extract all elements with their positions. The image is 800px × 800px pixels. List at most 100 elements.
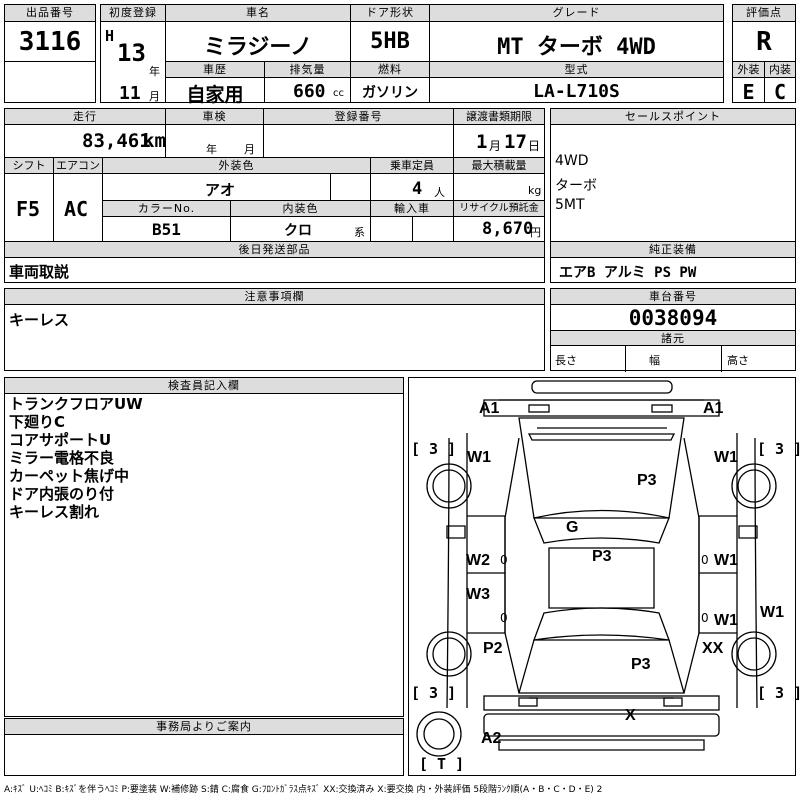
interior-color-label: 内装色 bbox=[231, 201, 370, 217]
import-label: 輸入車 bbox=[371, 201, 453, 217]
recycle-label: リサイクル預託金 bbox=[454, 201, 544, 217]
length-label: 長さ bbox=[555, 354, 577, 367]
model-label: 型式 bbox=[430, 62, 723, 78]
mark-w2-left: W2 bbox=[466, 552, 490, 569]
displacement: 660 bbox=[293, 81, 326, 102]
transfer-day-unit: 日 bbox=[528, 139, 541, 153]
history: 自家用 bbox=[186, 84, 244, 106]
tire-rear-right: [ 3 ] bbox=[757, 684, 800, 702]
interior-color-suffix: 系 bbox=[354, 226, 365, 239]
capacity: 4 bbox=[412, 179, 423, 199]
mark-w3-left: W3 bbox=[466, 586, 490, 603]
inspection-month-unit: 月 bbox=[244, 143, 255, 156]
tire-rear-left: [ 3 ] bbox=[411, 684, 457, 702]
inspector-line-7: キーレス割れ bbox=[9, 503, 100, 521]
vehicle-detail-table bbox=[4, 108, 545, 242]
transfer-deadline-label: 譲渡書類期限 bbox=[454, 109, 544, 125]
interior-grade-box: 内装 C bbox=[764, 61, 796, 104]
mark-zero-left-rear: 0 bbox=[500, 611, 508, 625]
mark-w1-front-right: W1 bbox=[714, 449, 738, 466]
cc-unit: cc bbox=[333, 88, 344, 99]
recycle-deposit: 8,670 bbox=[482, 219, 534, 239]
shift-label: シフト bbox=[5, 158, 53, 174]
shift: F5 bbox=[16, 197, 41, 221]
displacement-label: 排気量 bbox=[265, 62, 350, 78]
fuel-label: 燃料 bbox=[351, 62, 429, 78]
exterior-grade-label: 外装 bbox=[733, 62, 764, 78]
tire-front-right: [ 3 ] bbox=[757, 440, 800, 458]
transfer-month: 1 bbox=[476, 131, 488, 153]
legend: A:ｷｽﾞ U:ﾍｺﾐ B:ｷｽﾞを伴うﾍｺﾐ P:要塗装 W:補修跡 S:錆 … bbox=[4, 785, 603, 795]
mileage: 83,461 bbox=[82, 130, 151, 152]
year-unit: 年 bbox=[149, 65, 160, 78]
notes-box: 注意事項欄 キーレス bbox=[4, 288, 545, 371]
door-type-label: ドア形状 bbox=[351, 5, 429, 22]
mark-p3-trunk: P3 bbox=[631, 656, 651, 673]
later-parts-box: 後日発送部品 車両取説 bbox=[4, 241, 545, 283]
lot-number-label: 出品番号 bbox=[5, 5, 95, 22]
grade: MT ターボ 4WD bbox=[497, 35, 656, 60]
mark-w1-right-rear-door: W1 bbox=[714, 612, 738, 629]
first-registration-label: 初度登録 bbox=[101, 5, 165, 22]
mark-zero-right-rear: 0 bbox=[701, 611, 709, 625]
mark-a1-left: A1 bbox=[479, 400, 500, 417]
km-unit: km bbox=[143, 130, 166, 152]
mileage-label: 走行 bbox=[5, 109, 165, 125]
genuine-equipment-box: 純正装備 エアB アルミ PS PW bbox=[550, 241, 796, 283]
width-label: 幅 bbox=[649, 354, 660, 367]
mark-p3-hood: P3 bbox=[637, 472, 657, 489]
notes-text: キーレス bbox=[9, 311, 70, 329]
inspector-line-6: ドア内張のり付 bbox=[9, 485, 115, 503]
registration-month: 11 bbox=[119, 83, 141, 104]
mark-p2-left: P2 bbox=[483, 640, 503, 657]
inspector-line-4: ミラー電格不良 bbox=[9, 449, 115, 467]
later-parts-label: 後日発送部品 bbox=[5, 242, 544, 258]
displacement-box: 排気量 660 cc bbox=[264, 61, 351, 103]
chassis-box: 車台番号 0038094 諸元 長さ 幅 高さ bbox=[550, 288, 796, 372]
transfer-day: 17 bbox=[504, 131, 527, 153]
chassis-number: 0038094 bbox=[628, 306, 718, 330]
interior-color: クロ bbox=[284, 223, 312, 239]
capacity-label: 乗車定員 bbox=[371, 158, 453, 174]
inspection-year-unit: 年 bbox=[206, 143, 217, 156]
mark-xx-right: XX bbox=[702, 640, 724, 657]
sales-point-3: 5MT bbox=[555, 197, 585, 213]
car-name-box: 車名 ミラジーノ bbox=[165, 4, 351, 62]
height-label: 高さ bbox=[727, 354, 749, 367]
max-load-label: 最大積載量 bbox=[454, 158, 544, 174]
mark-a1-right: A1 bbox=[703, 400, 724, 417]
mark-a2-bumper: A2 bbox=[481, 730, 502, 747]
fuel-box: 燃料 ガソリン bbox=[350, 61, 430, 103]
model: LA-L710S bbox=[533, 81, 620, 102]
car-name-label: 車名 bbox=[166, 5, 350, 22]
inspector-line-3: コアサポートU bbox=[9, 431, 112, 449]
car-outline bbox=[416, 380, 777, 757]
tire-front-left: [ 3 ] bbox=[411, 440, 457, 458]
inspector-line-2: 下廻りC bbox=[9, 413, 66, 431]
office-box: 事務局よりご案内 bbox=[4, 718, 404, 776]
genuine-equipment: エアB アルミ PS PW bbox=[559, 265, 697, 281]
exterior-grade-box: 外装 E bbox=[732, 61, 765, 104]
sales-points-label: セールスポイント bbox=[551, 109, 795, 125]
lot-number-box: 出品番号 3116 bbox=[4, 4, 96, 62]
mark-zero-right-front: 0 bbox=[701, 553, 709, 567]
lot-blank-box bbox=[4, 61, 96, 103]
era: H bbox=[105, 27, 115, 45]
inspector-line-1: トランクフロアUW bbox=[9, 395, 143, 413]
inspector-box: 検査員記入欄 トランクフロアUW 下廻りC コアサポートU ミラー電格不良 カー… bbox=[4, 377, 404, 717]
history-box: 車歴 自家用 bbox=[165, 61, 265, 106]
door-type-box: ドア形状 5HB bbox=[350, 4, 430, 62]
color-number: B51 bbox=[152, 220, 181, 239]
lot-number: 3116 bbox=[18, 27, 82, 57]
score-label: 評価点 bbox=[733, 5, 795, 22]
door-type: 5HB bbox=[370, 29, 410, 54]
registration-year: 13 bbox=[117, 39, 146, 67]
exterior-color-label: 外装色 bbox=[103, 158, 370, 174]
spare-tire: [ T ] bbox=[419, 755, 465, 773]
mark-zero-left-front: 0 bbox=[500, 553, 508, 567]
score-box: 評価点 R bbox=[732, 4, 796, 62]
max-load-unit: kg bbox=[528, 184, 542, 197]
first-registration-box: 初度登録 H 13 年 11 月 bbox=[100, 4, 166, 104]
damage-diagram: [ 3 ] [ 3 ] [ 3 ] [ 3 ] [ T ] A1 A1 W1 W… bbox=[408, 377, 800, 776]
sales-points-box: セールスポイント 4WD ターボ 5MT bbox=[550, 108, 796, 242]
